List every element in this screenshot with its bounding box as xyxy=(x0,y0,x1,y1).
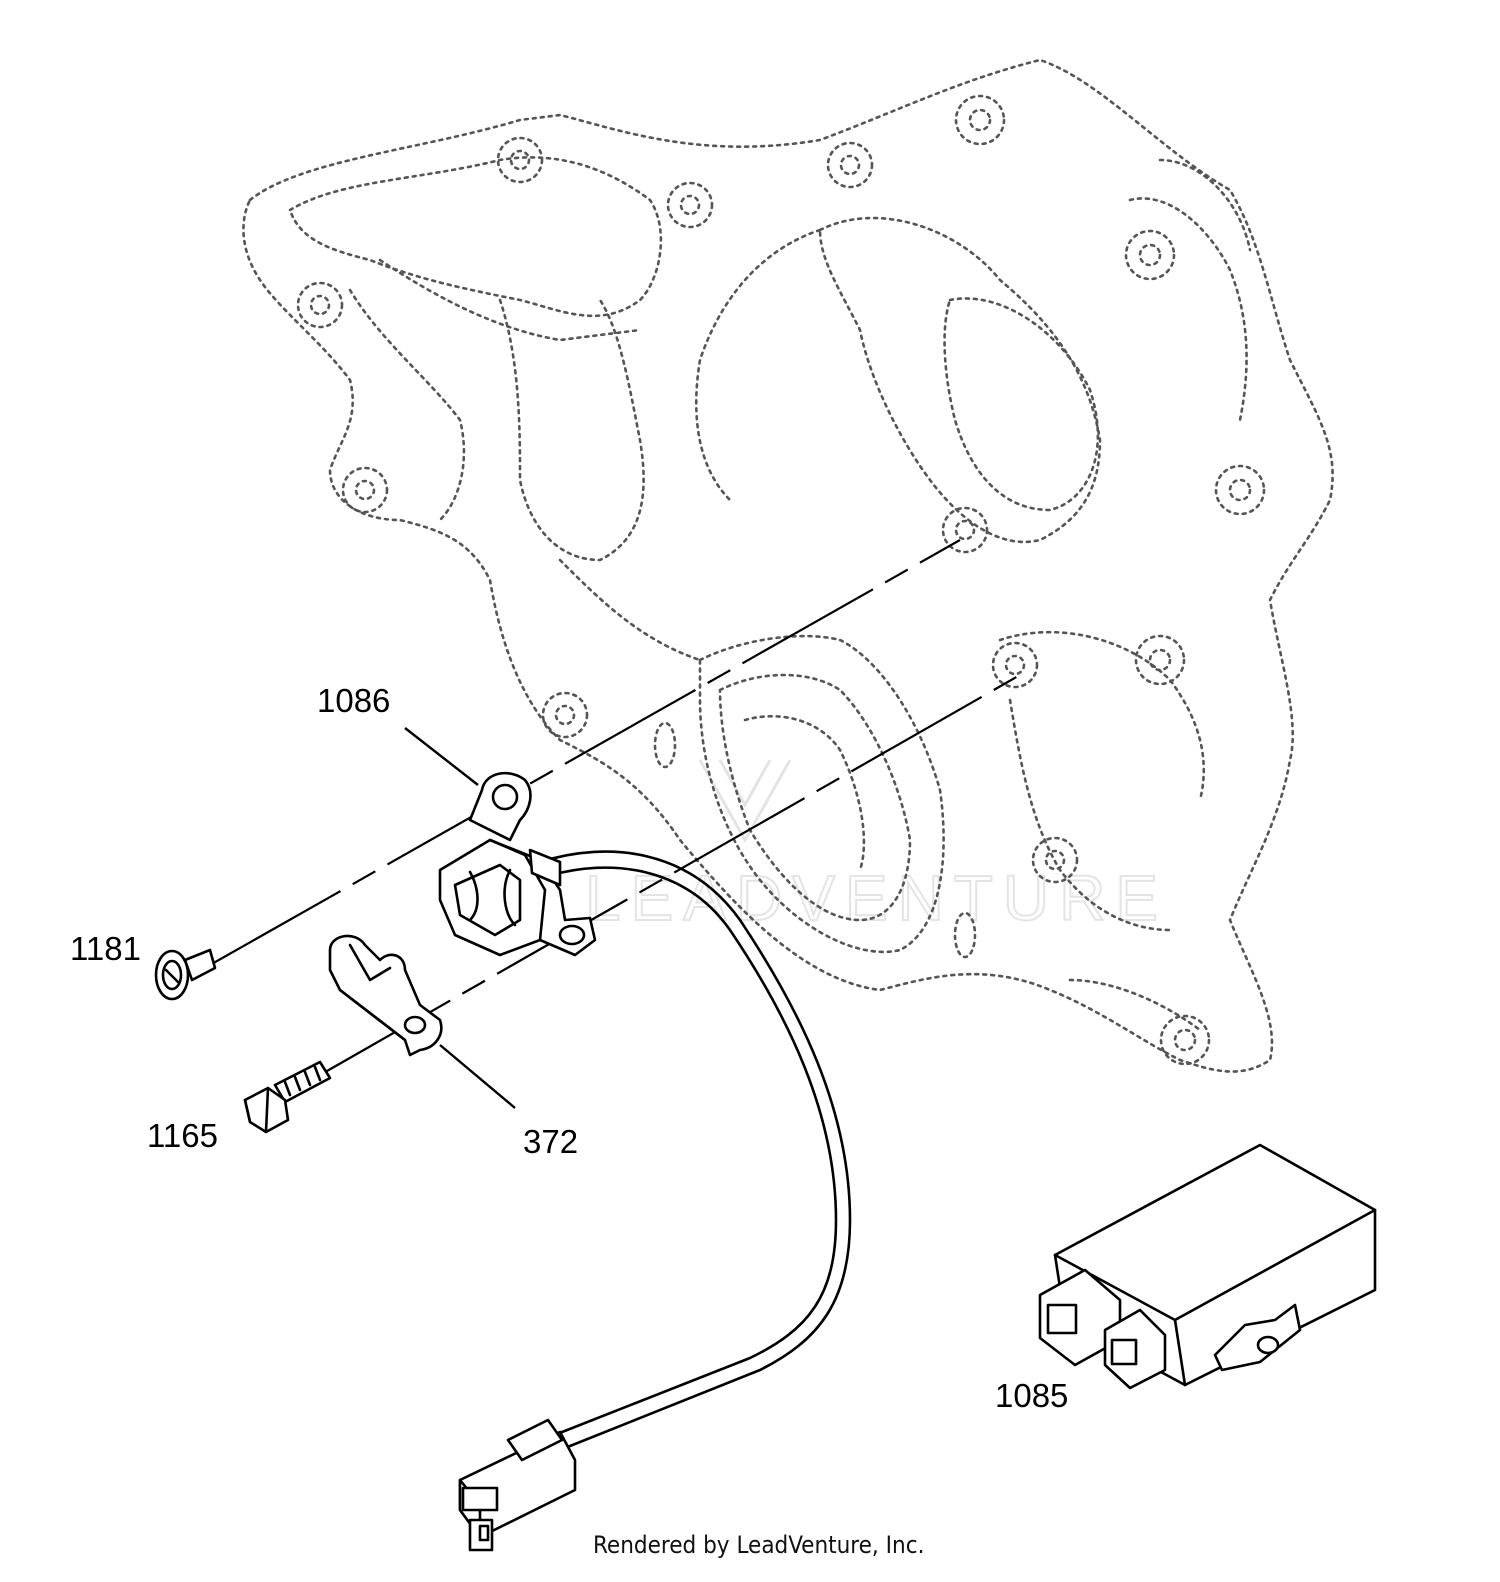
centerline-upper xyxy=(209,539,961,966)
leader-1086 xyxy=(404,727,479,786)
wire-connector xyxy=(458,1418,577,1552)
render-credit: Rendered by LeadVenture, Inc. xyxy=(593,1531,924,1559)
bracket-372 xyxy=(328,934,443,1057)
assembly-centerlines xyxy=(209,539,1021,1076)
centerline-lower xyxy=(319,674,1021,1076)
watermark: LEADVENTURE xyxy=(584,759,1168,935)
engine-crankcase-cover xyxy=(242,58,1334,1073)
callout-1085: 1085 xyxy=(995,1377,1068,1414)
bolt-1165 xyxy=(243,1060,332,1134)
screw-1181 xyxy=(154,948,217,1001)
coil-wire-lead xyxy=(538,850,852,1452)
leader-372 xyxy=(439,1044,516,1109)
ignition-coil-pickup xyxy=(438,771,597,957)
watermark-text: LEADVENTURE xyxy=(585,862,1168,934)
part-callouts: 1086 1181 1165 372 1085 xyxy=(70,682,1068,1414)
ignition-module-1085 xyxy=(1038,1143,1377,1390)
housing-bosses xyxy=(296,94,1266,1066)
leader-lines xyxy=(404,727,516,1109)
callout-1181: 1181 xyxy=(70,930,141,967)
callout-1165: 1165 xyxy=(147,1117,218,1154)
callout-1086: 1086 xyxy=(317,682,390,719)
callout-372: 372 xyxy=(523,1123,578,1160)
watermark-logo-icon xyxy=(698,759,792,844)
